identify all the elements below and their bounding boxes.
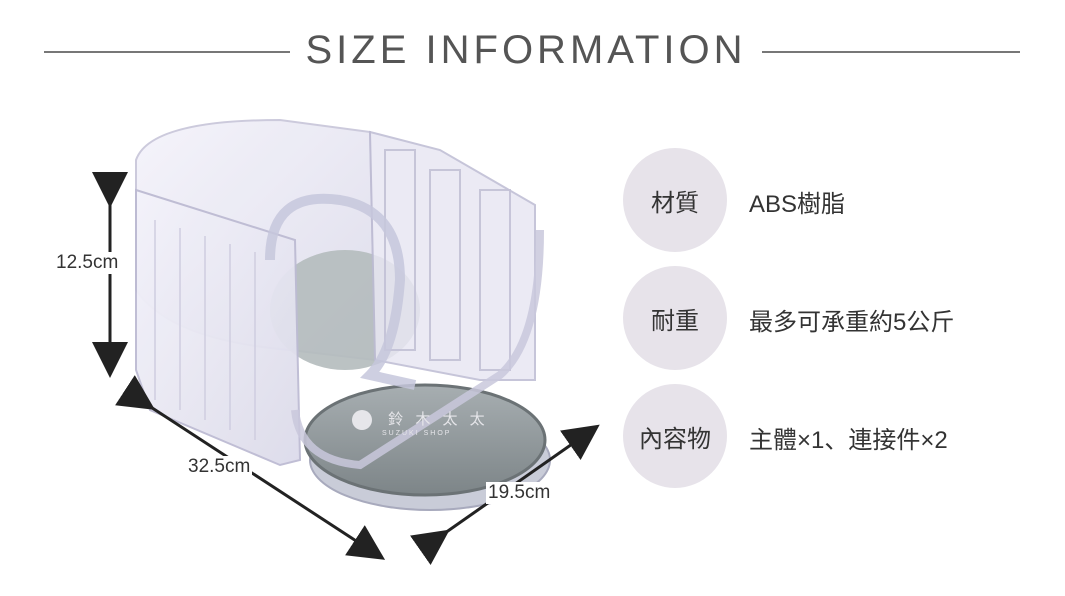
length-label: 32.5cm [186, 456, 253, 478]
section-title: SIZE INFORMATION [305, 28, 747, 72]
spec-list: 材質 ABS樹脂 耐重 最多可承重約5公斤 內容物 主體×1、連接件×2 [623, 148, 1043, 502]
watermark: 鈴 木 太 太 SUZUKI SHOP [352, 408, 489, 437]
watermark-icon [352, 410, 372, 431]
spec-value: 最多可承重約5公斤 [749, 309, 955, 336]
section-header: SIZE INFORMATION [0, 22, 1065, 82]
height-label: 12.5cm [54, 252, 121, 274]
spec-label-circle: 內容物 [623, 384, 727, 488]
spec-label: 材質 [651, 189, 699, 217]
width-label: 19.5cm [486, 482, 553, 504]
spec-label-circle: 材質 [623, 148, 727, 252]
spec-label: 耐重 [651, 307, 699, 335]
watermark-text: 鈴 木 太 太 [388, 411, 489, 428]
spec-label: 內容物 [639, 425, 711, 453]
product-figure: 12.5cm 32.5cm 19.5cm 鈴 木 太 太 SUZUKI SHOP [40, 110, 620, 580]
spec-label-circle: 耐重 [623, 266, 727, 370]
spec-row-contents: 內容物 主體×1、連接件×2 [623, 384, 1043, 502]
spec-row-material: 材質 ABS樹脂 [623, 148, 1043, 266]
header-rule-left [44, 51, 290, 53]
length-arrow [115, 375, 386, 560]
watermark-sub: SUZUKI SHOP [382, 430, 452, 438]
divider-panel [368, 130, 536, 381]
product-illustration [92, 118, 600, 566]
spec-value: 主體×1、連接件×2 [749, 427, 948, 454]
spec-row-load: 耐重 最多可承重約5公斤 [623, 266, 1043, 384]
header-rule-right [762, 51, 1020, 53]
handle-loop [265, 193, 417, 390]
spec-value: ABS樹脂 [749, 191, 846, 218]
turntable-plate [303, 383, 547, 497]
